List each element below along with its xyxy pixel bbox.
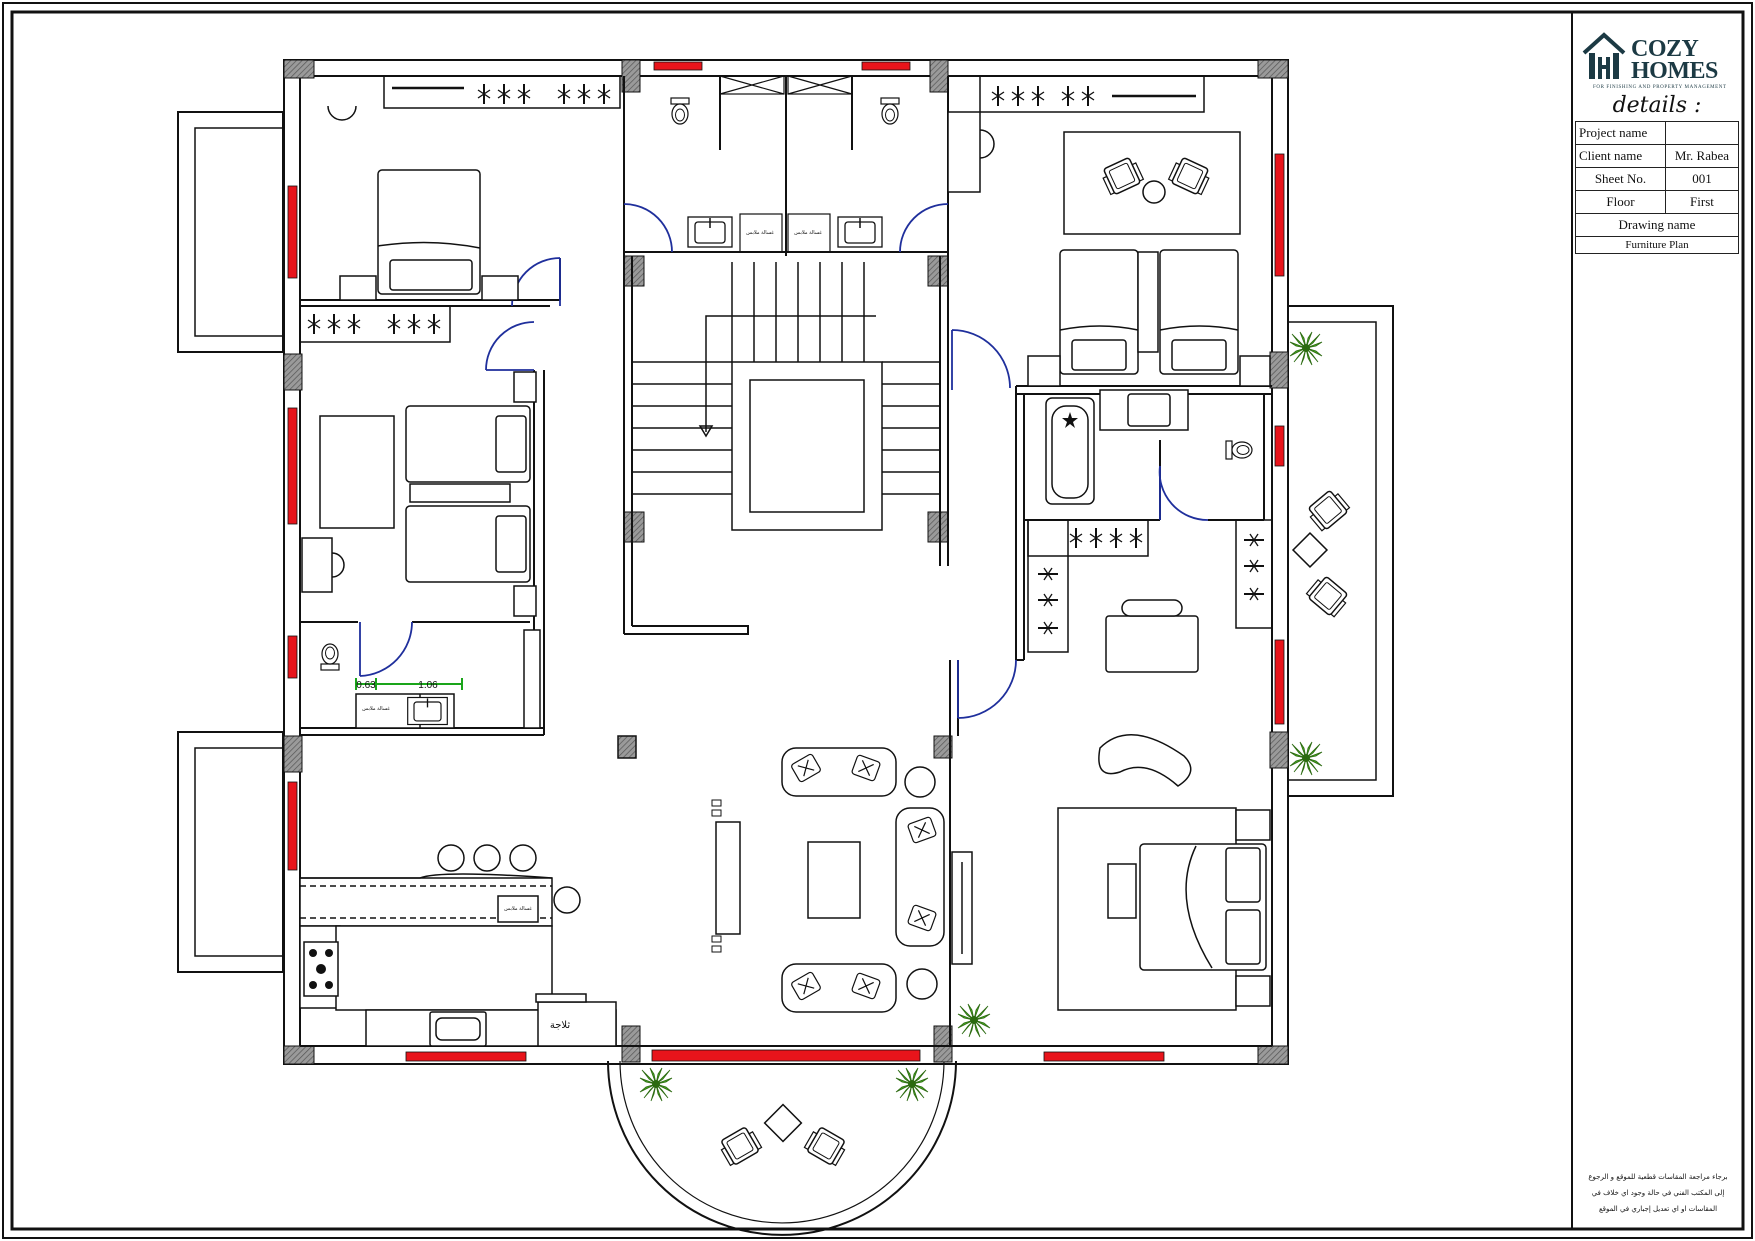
detail-value: First: [1664, 190, 1740, 214]
site-note: برجاء مراجعة المقاسات قطعية للموقع و الر…: [1579, 1169, 1737, 1217]
washer-label-left: غسالة ملابس: [362, 706, 390, 712]
logo-tagline: FOR FINISHING AND PROPERTY MANAGEMENT: [1593, 85, 1727, 90]
detail-label: Client name: [1575, 144, 1666, 168]
detail-row: Client name Mr. Rabea: [1575, 144, 1740, 168]
dimension-label-1: 0.63: [356, 680, 376, 691]
washer-label-top-2: غسالة ملابس: [794, 230, 822, 236]
detail-value: [1664, 121, 1740, 145]
detail-value: Mr. Rabea: [1664, 144, 1740, 168]
title-block: COZY HOMES FOR FINISHING AND PROPERTY MA…: [1573, 17, 1741, 1225]
fridge-label: ثلاجة: [550, 1020, 571, 1031]
details-title: details :: [1612, 93, 1702, 118]
dimension-label-2: 1.06: [418, 680, 438, 691]
washer-label-top-1: غسالة ملابس: [746, 230, 774, 236]
details-table: Project name Client name Mr. Rabea Sheet…: [1575, 121, 1740, 254]
detail-row: Floor First: [1575, 190, 1740, 214]
detail-label: Floor: [1575, 190, 1666, 214]
company-logo: COZY HOMES FOR FINISHING AND PROPERTY MA…: [1581, 25, 1731, 95]
site-note-line2: إلى المكتب الفني في حالة وجود اي خلاف في: [1591, 1189, 1725, 1197]
detail-value: 001: [1664, 167, 1740, 191]
detail-row: Project name: [1575, 121, 1740, 145]
logo-name-line1: COZY: [1631, 36, 1699, 62]
drawing-name-label: Drawing name: [1575, 213, 1739, 237]
drawing-name-row: Drawing name: [1575, 213, 1739, 237]
house-logo-icon: [1582, 32, 1626, 79]
detail-label: Project name: [1575, 121, 1666, 145]
site-note-line3: المقاسات او اي تعديل إجباري في الموقع: [1598, 1205, 1718, 1213]
drawing-name-value-row: Furniture Plan: [1575, 236, 1739, 254]
detail-label: Sheet No.: [1575, 167, 1666, 191]
drawing-name-value: Furniture Plan: [1575, 236, 1739, 254]
site-note-line1: برجاء مراجعة المقاسات قطعية للموقع و الر…: [1588, 1173, 1728, 1181]
detail-row: Sheet No. 001: [1575, 167, 1740, 191]
logo-name-line2: HOMES: [1631, 58, 1718, 84]
washer-label-kitchen: غسالة ملابس: [504, 906, 532, 912]
